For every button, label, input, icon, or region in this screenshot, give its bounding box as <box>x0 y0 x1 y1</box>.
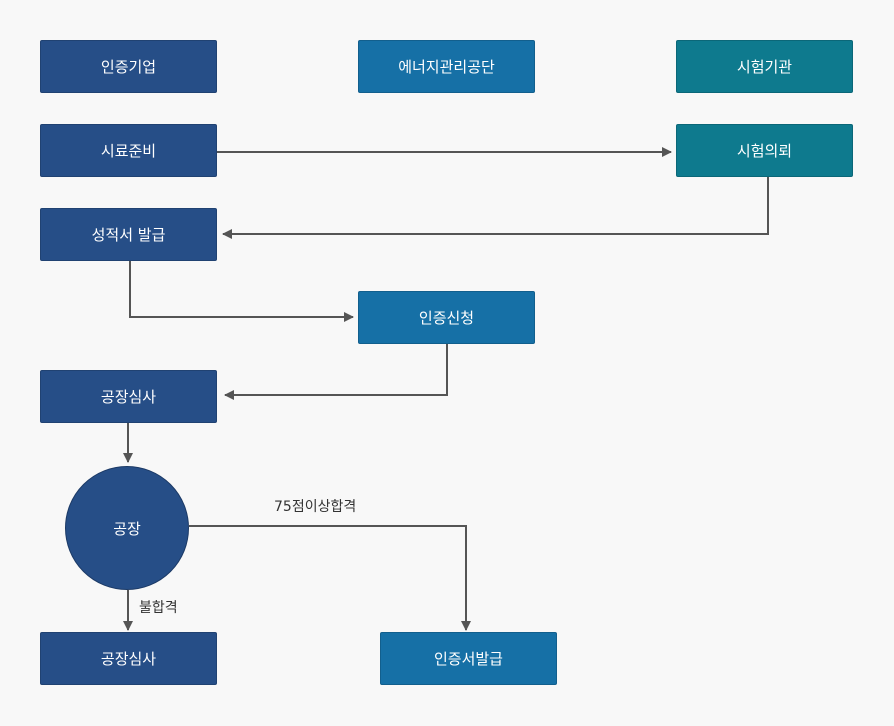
edge-label-fail: 불합격 <box>139 600 178 616</box>
column-header-agency: 에너지관리공단 <box>358 40 535 93</box>
edge-label-pass: 75점이상합격 <box>274 499 357 515</box>
arrow-report-to-apply <box>129 261 354 322</box>
step-factory-audit: 공장심사 <box>40 370 217 423</box>
step-sample-prep: 시료준비 <box>40 124 217 177</box>
step-report-issue: 성적서 발급 <box>40 208 217 261</box>
column-header-lab: 시험기관 <box>676 40 853 93</box>
decision-factory: 공장 <box>65 466 189 590</box>
step-cert-issue: 인증서발급 <box>380 632 557 685</box>
arrow-factory-to-cert <box>189 525 471 631</box>
arrow-request-to-report <box>222 177 769 239</box>
step-factory-audit-retry: 공장심사 <box>40 632 217 685</box>
step-test-request: 시험의뢰 <box>676 124 853 177</box>
arrow-apply-to-audit <box>224 344 448 400</box>
column-header-company: 인증기업 <box>40 40 217 93</box>
step-cert-apply: 인증신청 <box>358 291 535 344</box>
